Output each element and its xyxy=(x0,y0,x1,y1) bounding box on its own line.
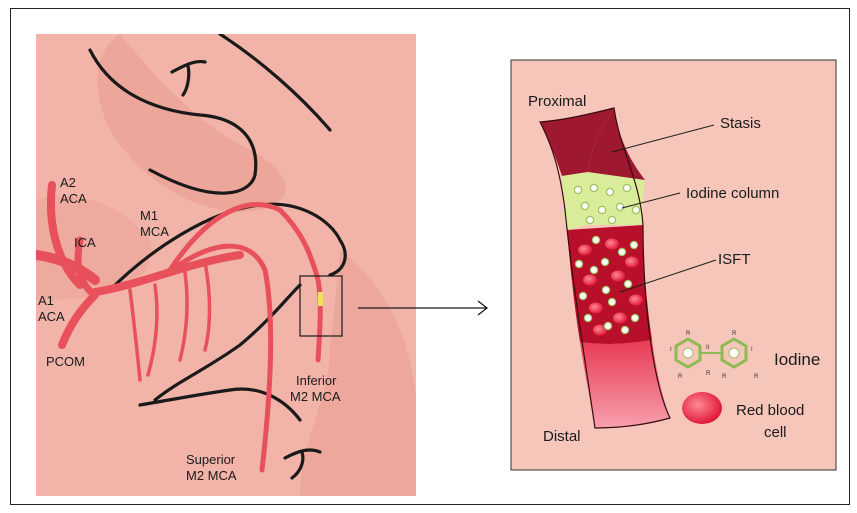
label-a2-aca: ACA xyxy=(60,191,87,206)
ii-label: II xyxy=(706,345,710,351)
label-m1-mca: MCA xyxy=(140,224,169,239)
thrombus-marker xyxy=(318,292,323,306)
r-label-5: R xyxy=(722,374,727,380)
label-isft: ISFT xyxy=(718,251,751,268)
label-stasis: Stasis xyxy=(720,115,761,132)
red-blood-cell-icon xyxy=(682,392,722,424)
label-rbc-line2: cell xyxy=(764,424,787,441)
iodine-column-region-right xyxy=(587,172,646,225)
label-inferior: Inferior xyxy=(296,373,337,388)
brain-illustration xyxy=(36,34,416,496)
label-ica: ICA xyxy=(74,235,96,250)
r-label-3: R xyxy=(678,374,683,380)
label-iodine-column: Iodine column xyxy=(686,185,779,202)
label-a1-aca: ACA xyxy=(38,309,65,324)
label-a2: A2 xyxy=(60,175,76,190)
r-label-1: R xyxy=(686,331,691,337)
label-superior-m2: M2 MCA xyxy=(186,468,237,483)
label-superior: Superior xyxy=(186,452,236,467)
r-label-2: R xyxy=(732,331,737,337)
label-iodine: Iodine xyxy=(774,350,820,369)
label-m1: M1 xyxy=(140,208,158,223)
label-a1: A1 xyxy=(38,293,54,308)
label-rbc-line1: Red blood xyxy=(736,402,804,419)
label-distal: Distal xyxy=(543,428,581,445)
label-pcom: PCOM xyxy=(46,354,85,369)
r-label-4: R xyxy=(706,371,711,377)
label-inferior-m2: M2 MCA xyxy=(290,389,341,404)
r-label-6: R xyxy=(754,374,759,380)
label-proximal: Proximal xyxy=(528,93,586,110)
